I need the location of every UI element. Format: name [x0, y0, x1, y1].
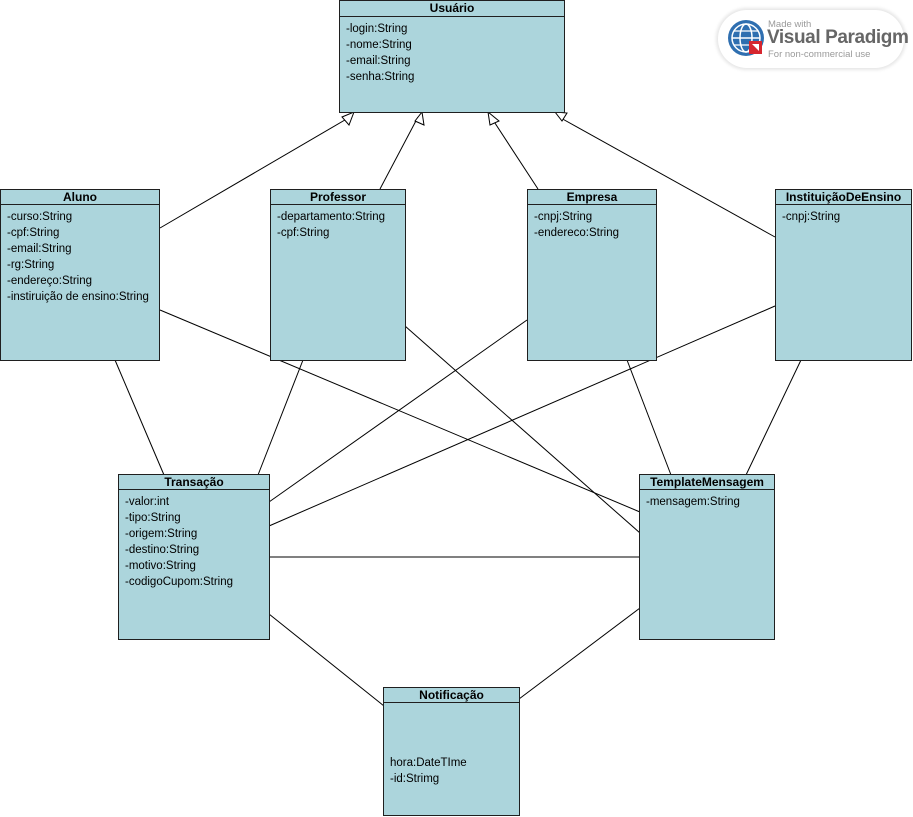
- attribute-list: -valor:int -tipo:String -origem:String -…: [119, 490, 269, 590]
- attribute: -id:Strimg: [390, 773, 440, 785]
- attribute-list: -curso:String -cpf:String -email:String …: [1, 205, 159, 305]
- attribute: -origem:String: [125, 528, 198, 540]
- attribute: -email:String: [7, 243, 72, 255]
- class-notificacao[interactable]: Notificação hora:DateTIme -id:Strimg: [383, 687, 520, 816]
- class-usuario[interactable]: Usuário -login:String -nome:String -emai…: [339, 0, 565, 113]
- attribute: -tipo:String: [125, 512, 181, 524]
- attribute: -login:String: [346, 23, 408, 35]
- attribute: -senha:String: [346, 71, 415, 83]
- attribute: hora:DateTIme: [390, 757, 467, 769]
- attribute: -email:String: [346, 55, 411, 67]
- class-name: Notificação: [384, 688, 519, 703]
- class-name: Professor: [271, 190, 405, 205]
- generalization-instituicao-usuario[interactable]: [558, 116, 776, 238]
- generalization-arrowhead: [414, 110, 425, 126]
- generalization-professor-usuario[interactable]: [379, 116, 419, 190]
- class-transacao[interactable]: Transação -valor:int -tipo:String -orige…: [118, 474, 270, 640]
- class-name: Aluno: [1, 190, 159, 205]
- attribute-list: -cnpj:String: [776, 205, 911, 225]
- attribute-list: -departamento:String -cpf:String: [271, 205, 405, 241]
- visual-paradigm-logo-icon: [728, 20, 764, 56]
- attribute: -valor:int: [125, 496, 170, 508]
- attribute-list: -cnpj:String -endereco:String: [528, 205, 656, 241]
- generalization-empresa-usuario[interactable]: [490, 116, 539, 190]
- attribute-list: hora:DateTIme -id:Strimg: [384, 703, 519, 787]
- class-instituicao-de-ensino[interactable]: InstituiçãoDeEnsino -cnpj:String: [775, 189, 912, 361]
- attribute: -instiruição de ensino:String: [7, 291, 149, 303]
- association-empresa-template[interactable]: [626, 359, 672, 476]
- attribute: -endereco:String: [534, 227, 620, 239]
- attribute: -destino:String: [125, 544, 200, 556]
- attribute: -cnpj:String: [782, 211, 841, 223]
- visual-paradigm-watermark: Made with Visual Paradigm For non-commer…: [718, 10, 909, 68]
- generalization-arrowhead: [341, 111, 355, 126]
- watermark-note: For non-commercial use: [768, 49, 871, 60]
- association-instituicao-transacao[interactable]: [268, 305, 776, 527]
- attribute: -cnpj:String: [534, 211, 593, 223]
- association-aluno-transacao[interactable]: [114, 359, 165, 476]
- association-professor-template[interactable]: [404, 325, 641, 534]
- attribute: -rg:String: [7, 259, 55, 271]
- attribute: -endereço:String: [7, 275, 93, 287]
- class-professor[interactable]: Professor -departamento:String -cpf:Stri…: [270, 189, 406, 361]
- attribute: -motivo:String: [125, 560, 196, 572]
- watermark-brand: Visual Paradigm: [767, 27, 909, 48]
- class-name: Transação: [119, 475, 269, 490]
- attribute: -curso:String: [7, 211, 73, 223]
- association-professor-transacao[interactable]: [257, 359, 304, 476]
- attribute: -nome:String: [346, 39, 412, 51]
- association-transacao-notificacao[interactable]: [268, 613, 385, 707]
- attribute: -cpf:String: [277, 227, 330, 239]
- association-template-notificacao[interactable]: [518, 607, 641, 700]
- class-name: InstituiçãoDeEnsino: [776, 190, 911, 205]
- generalization-arrowhead: [487, 110, 500, 126]
- class-template-mensagem[interactable]: TemplateMensagem -mensagem:String: [639, 474, 775, 640]
- class-name: TemplateMensagem: [640, 475, 774, 490]
- attribute-list: -mensagem:String: [640, 490, 774, 510]
- association-aluno-template[interactable]: [159, 309, 641, 513]
- attribute-list: -login:String -nome:String -email:String…: [340, 17, 564, 85]
- watermark-made-with: Made with: [768, 19, 812, 30]
- class-name: Usuário: [340, 1, 564, 17]
- class-empresa[interactable]: Empresa -cnpj:String -endereco:String: [527, 189, 657, 361]
- class-name: Empresa: [528, 190, 656, 205]
- attribute: -codigoCupom:String: [125, 576, 234, 588]
- generalization-aluno-usuario[interactable]: [159, 116, 351, 229]
- association-instituicao-template[interactable]: [745, 359, 802, 476]
- attribute: -departamento:String: [277, 211, 386, 223]
- association-empresa-transacao[interactable]: [268, 319, 528, 503]
- attribute: -cpf:String: [7, 227, 60, 239]
- attribute: -mensagem:String: [646, 496, 740, 508]
- generalization-arrowhead: [553, 111, 568, 122]
- class-aluno[interactable]: Aluno -curso:String -cpf:String -email:S…: [0, 189, 160, 361]
